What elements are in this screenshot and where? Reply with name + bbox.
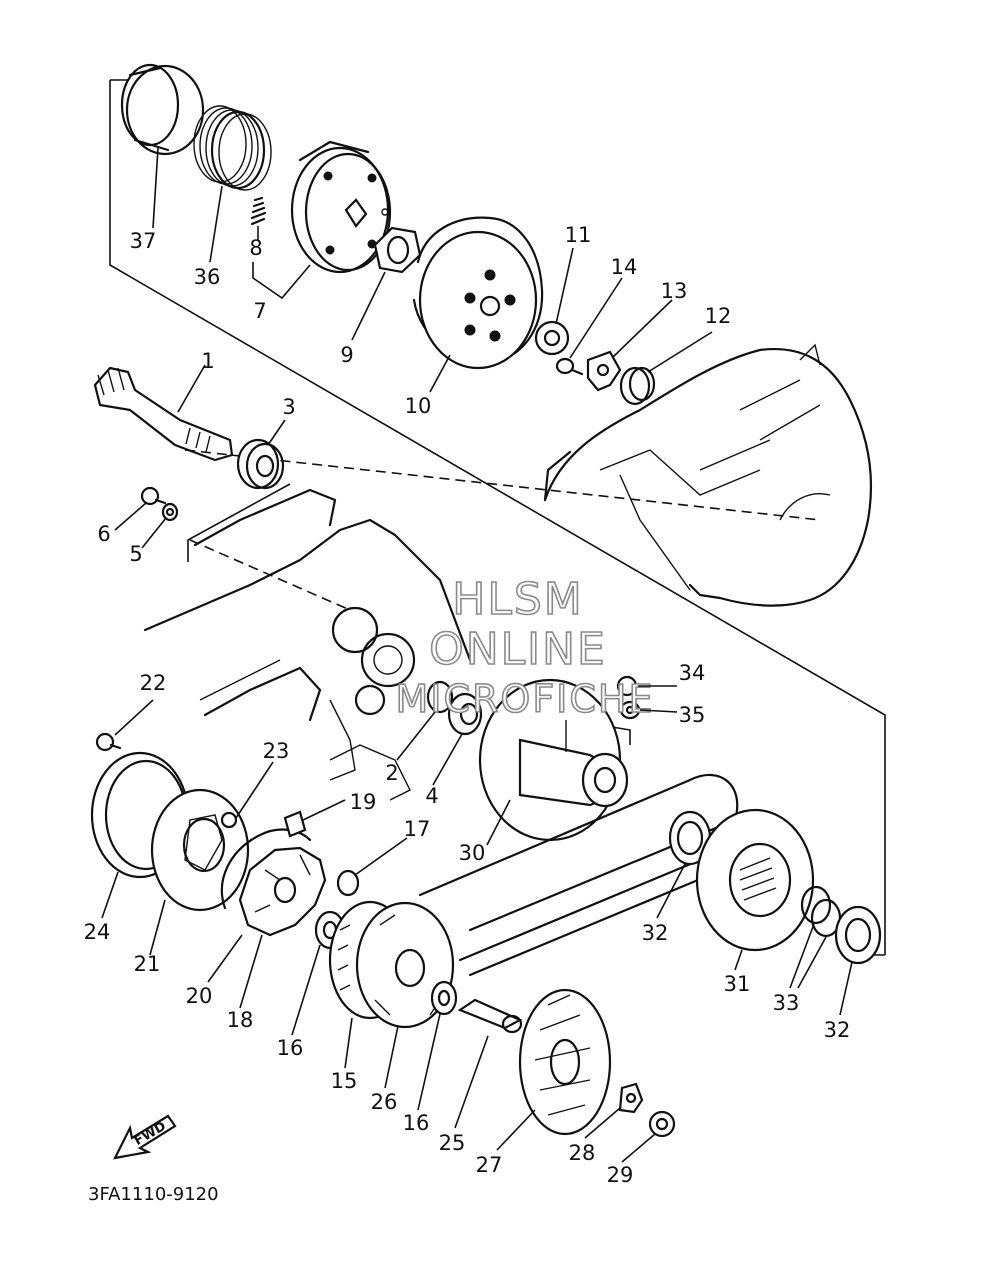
part-4-bearing bbox=[447, 692, 483, 736]
part-11-nut bbox=[534, 320, 570, 356]
callout-14: 14 bbox=[611, 255, 638, 279]
part-25-collar bbox=[457, 998, 523, 1034]
callout-7: 7 bbox=[253, 299, 266, 323]
callout-6: 6 bbox=[97, 522, 110, 546]
callout-2: 2 bbox=[385, 761, 398, 785]
fwd-label: FWD bbox=[132, 1119, 169, 1149]
callout-36: 36 bbox=[194, 265, 221, 289]
callout-20: 20 bbox=[186, 984, 213, 1008]
part-29-nut bbox=[648, 1110, 676, 1138]
callout-labels: 37 36 8 7 9 10 11 14 13 12 1 3 6 5 2 4 3… bbox=[84, 223, 851, 1187]
callout-32-lower: 32 bbox=[824, 1018, 851, 1042]
part-1-primary-shaft bbox=[93, 366, 234, 462]
part-28-washer bbox=[618, 1082, 644, 1114]
callout-17: 17 bbox=[404, 817, 431, 841]
callout-21: 21 bbox=[134, 952, 161, 976]
part-17-weight bbox=[336, 869, 360, 897]
callout-33: 33 bbox=[773, 991, 800, 1015]
callout-28: 28 bbox=[569, 1141, 596, 1165]
part-22-bolt bbox=[95, 732, 122, 752]
part-23-pin bbox=[220, 811, 238, 829]
callout-31: 31 bbox=[724, 972, 751, 996]
part-7-clutch-shoe-assembly bbox=[290, 140, 392, 274]
part-35-washer bbox=[619, 700, 641, 720]
callout-8: 8 bbox=[249, 236, 262, 260]
callout-29: 29 bbox=[607, 1163, 634, 1187]
callout-15: 15 bbox=[331, 1069, 358, 1093]
part-21-cam-plate bbox=[150, 788, 250, 912]
leader-lines bbox=[101, 147, 853, 1163]
callout-18: 18 bbox=[227, 1008, 254, 1032]
part-13-bracket bbox=[586, 350, 622, 392]
callout-22: 22 bbox=[140, 671, 167, 695]
part-34-cap bbox=[616, 675, 638, 697]
callout-23: 23 bbox=[263, 739, 290, 763]
callout-37: 37 bbox=[130, 229, 157, 253]
callout-32-upper: 32 bbox=[642, 921, 669, 945]
watermark-line3: MICROFICHE bbox=[395, 677, 654, 721]
part-10-clutch-housing bbox=[412, 216, 544, 370]
part-37-clutch-housing-ring bbox=[120, 63, 205, 156]
part-12-collar bbox=[619, 366, 656, 406]
callout-11: 11 bbox=[565, 223, 592, 247]
part-31-sliding-sheave bbox=[695, 808, 815, 952]
callout-10: 10 bbox=[405, 394, 432, 418]
callout-24: 24 bbox=[84, 920, 111, 944]
callout-30: 30 bbox=[459, 841, 486, 865]
callout-16-lower: 16 bbox=[403, 1111, 430, 1135]
part-26-primary-sheave bbox=[355, 901, 455, 1029]
watermark-line2: ONLINE bbox=[429, 624, 607, 675]
callout-9: 9 bbox=[340, 343, 353, 367]
part-32-oil-seal-lower bbox=[834, 905, 882, 965]
watermark-line1: HLSM bbox=[452, 574, 584, 625]
part-18-ramp-plate bbox=[238, 846, 327, 937]
part-16-bearing-lower bbox=[430, 980, 458, 1016]
callout-5: 5 bbox=[129, 542, 142, 566]
part-8-small-spring bbox=[250, 196, 267, 226]
part-3-bearing bbox=[236, 438, 285, 490]
part-30-secondary-sheave bbox=[478, 678, 629, 842]
callout-3: 3 bbox=[282, 395, 295, 419]
callout-19: 19 bbox=[350, 790, 377, 814]
callout-12: 12 bbox=[705, 304, 732, 328]
crankcase-body bbox=[143, 449, 821, 801]
part-2-circlip bbox=[426, 680, 454, 714]
watermark: HLSM ONLINE MICROFICHE bbox=[395, 573, 654, 722]
diagram-code: 3FA1110-9120 bbox=[88, 1184, 219, 1205]
part-14-bolt bbox=[555, 357, 584, 376]
callout-26: 26 bbox=[371, 1090, 398, 1114]
part-19-slider bbox=[283, 810, 307, 838]
callout-25: 25 bbox=[439, 1131, 466, 1155]
crankcase-cover bbox=[543, 343, 873, 607]
part-36-clutch-spring bbox=[193, 105, 272, 191]
callout-4: 4 bbox=[425, 784, 438, 808]
callout-35: 35 bbox=[679, 703, 706, 727]
callout-13: 13 bbox=[661, 279, 688, 303]
callout-16-upper: 16 bbox=[277, 1036, 304, 1060]
part-5-washer bbox=[161, 502, 179, 522]
callout-27: 27 bbox=[476, 1153, 503, 1177]
part-6-bolt bbox=[140, 486, 167, 506]
part-27-fan-pulley bbox=[518, 988, 612, 1136]
fwd-arrow-icon: FWD bbox=[113, 1114, 177, 1160]
part-9-nut bbox=[373, 226, 422, 274]
callout-34: 34 bbox=[679, 661, 706, 685]
callout-1: 1 bbox=[201, 349, 214, 373]
